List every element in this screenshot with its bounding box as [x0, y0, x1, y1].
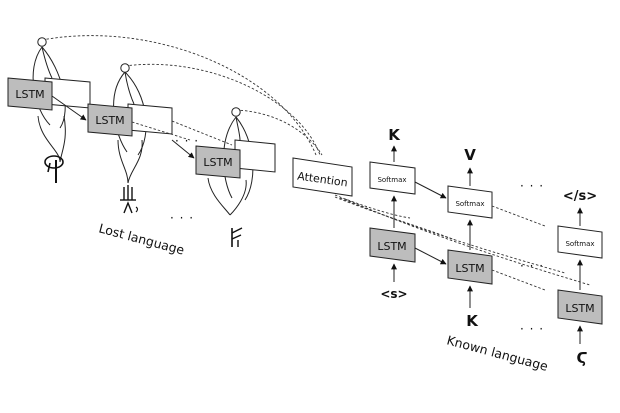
encoder-lstm-box-3: [195, 145, 241, 179]
encoder-ellipsis-bottom: · · ·: [170, 211, 194, 225]
encoder-node-2: [120, 63, 130, 73]
attention-to-decoder-2: [339, 197, 566, 274]
encoder-hidden-box-2: [127, 103, 173, 135]
encoder-cell-3: LSTM: [195, 107, 276, 247]
decoder-lstm-box-3: [557, 289, 603, 325]
decoder-softmax-box-2: [447, 185, 493, 219]
encoder-link-2-3b: [171, 120, 233, 146]
decoder-input-token-2: K: [466, 312, 479, 330]
decoder-softmax-label-2: Softmax: [455, 200, 484, 208]
decoder-softmax-label-3: Softmax: [565, 240, 594, 248]
decoder-output-token-3: </s>: [563, 189, 597, 204]
lost-language-caption: Lost language: [97, 220, 186, 257]
encoder-lstm-label-2: LSTM: [95, 114, 124, 127]
lost-glyph-1: [44, 155, 64, 183]
decoder-output-token-1: K: [388, 126, 401, 144]
decoder-softmax-link-1-2: [414, 181, 447, 199]
encoder-link-2-3a: [131, 121, 191, 141]
decoder-column-3: </s> Softmax LSTM Ϛ: [557, 189, 603, 367]
lost-glyph-2: [120, 185, 139, 214]
encoder-lstm-box-1: [7, 77, 53, 111]
encoder-link-2-3: [171, 139, 195, 159]
decoder-lstm-box-1: [369, 227, 416, 263]
attention-box: [292, 157, 353, 197]
attention-to-softmax: [334, 194, 411, 219]
decoder-softmax-label-1: Softmax: [377, 176, 406, 184]
decoder-lstm-label-2: LSTM: [455, 262, 484, 275]
attention-link-2: [124, 63, 321, 156]
encoder-ellipsis-top: · · ·: [175, 134, 199, 148]
attention-group: Attention: [292, 157, 591, 286]
decoder-column-1: K Softmax LSTM <s>: [369, 126, 416, 301]
attention-link-1: [41, 35, 317, 156]
attention-to-decoder-1: [334, 196, 456, 241]
encoder-cell-1: LSTM: [7, 37, 91, 183]
encoder-lstm-box-2: [87, 103, 133, 137]
encoder-node-3: [231, 107, 241, 117]
encoder-group: LSTM LSTM: [7, 35, 323, 258]
encoder-link-1-2: [51, 95, 87, 121]
decoder-softmax-box-3: [557, 225, 603, 259]
known-language-caption: Known language: [445, 332, 550, 374]
encoder-hidden-box-3: [234, 139, 276, 173]
decoder-ellipsis-bottom: · · ·: [520, 322, 544, 336]
lost-glyph-3: [231, 227, 243, 247]
decoder-output-token-2: V: [464, 146, 476, 164]
decoder-column-2: V Softmax LSTM K: [447, 146, 493, 330]
decoder-input-token-3: Ϛ: [576, 349, 587, 367]
decoder-lstm-link-1-2: [414, 247, 447, 265]
decoder-lstm-link-2-3: [491, 269, 546, 291]
decoder-lstm-label-1: LSTM: [377, 240, 406, 253]
decoder-lstm-box-2: [447, 249, 493, 285]
encoder-lstm-label-1: LSTM: [15, 88, 44, 101]
attention-to-decoder-3: [344, 198, 591, 286]
encoder-node-1: [37, 37, 47, 47]
decoder-input-token-1: <s>: [380, 287, 407, 301]
decoder-ellipsis-middle: · · ·: [520, 259, 544, 273]
encoder-cell-2: LSTM: [87, 63, 173, 214]
encoder-lstm-label-3: LSTM: [203, 156, 232, 169]
decoder-softmax-box-1: [369, 161, 416, 195]
decoder-lstm-label-3: LSTM: [565, 302, 594, 315]
decoder-ellipsis-top: · · ·: [520, 179, 544, 193]
decoder-softmax-link-2-3: [491, 205, 546, 227]
